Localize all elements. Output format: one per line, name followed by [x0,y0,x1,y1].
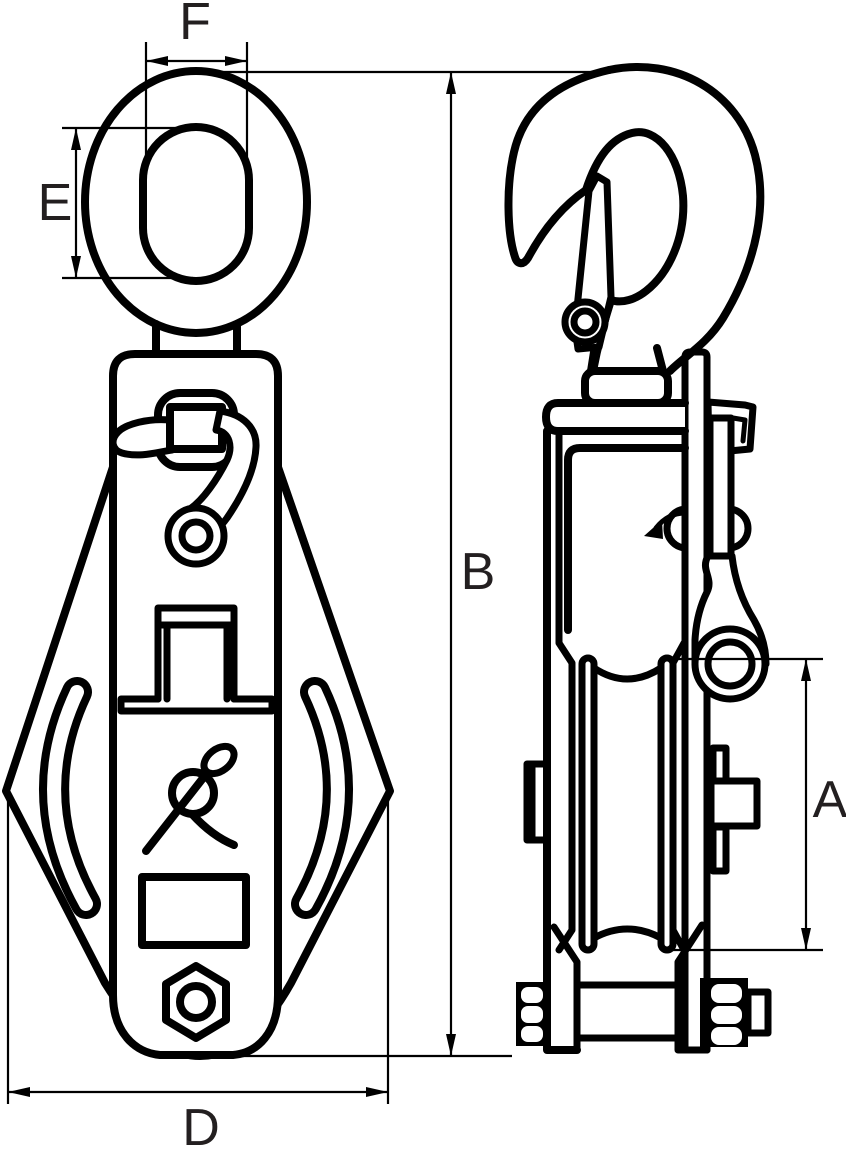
arrowhead [801,659,811,681]
keeper-bolt [707,744,761,875]
swivel-arrow-symbol [644,510,688,539]
axle-boss [523,760,551,844]
latch-lever [691,552,770,703]
dimension-label-F: F [179,0,211,51]
side-view [504,63,772,1054]
arrowhead [8,1087,30,1097]
dimension-label-E: E [38,174,73,232]
swivel-eye [81,67,311,358]
dimension-D: D [6,796,390,1152]
hex-nut [162,962,230,1042]
head-casting [542,399,689,634]
arrowhead [446,1034,456,1056]
arrowhead [225,56,247,66]
toggle-latch [109,389,260,568]
left-cheek [543,427,581,1054]
arrowhead [71,256,81,278]
dimension-A: A [665,657,846,952]
hook [504,63,765,407]
sheave [578,654,677,954]
swivel-symbol [142,742,238,855]
toggle-handle [109,416,176,459]
dimension-F: F [144,0,249,162]
front-view [2,67,394,1060]
arrowhead [71,128,81,150]
swivel-collar [581,367,672,407]
arrowhead [446,72,456,94]
nameplate [138,873,250,949]
dimension-label-B: B [461,543,496,601]
axle-bolt [516,978,772,1047]
dimension-E: E [38,126,193,280]
arrowhead [146,56,168,66]
dimensions: F E B A D [6,0,846,1152]
dimension-label-A: A [813,771,846,829]
dimension-B: B [197,70,612,1058]
latch-strip [706,414,735,562]
dimension-label-D: D [182,1099,220,1152]
strap-slot [117,604,276,715]
arrowhead [366,1087,388,1097]
arrowhead [801,928,811,950]
